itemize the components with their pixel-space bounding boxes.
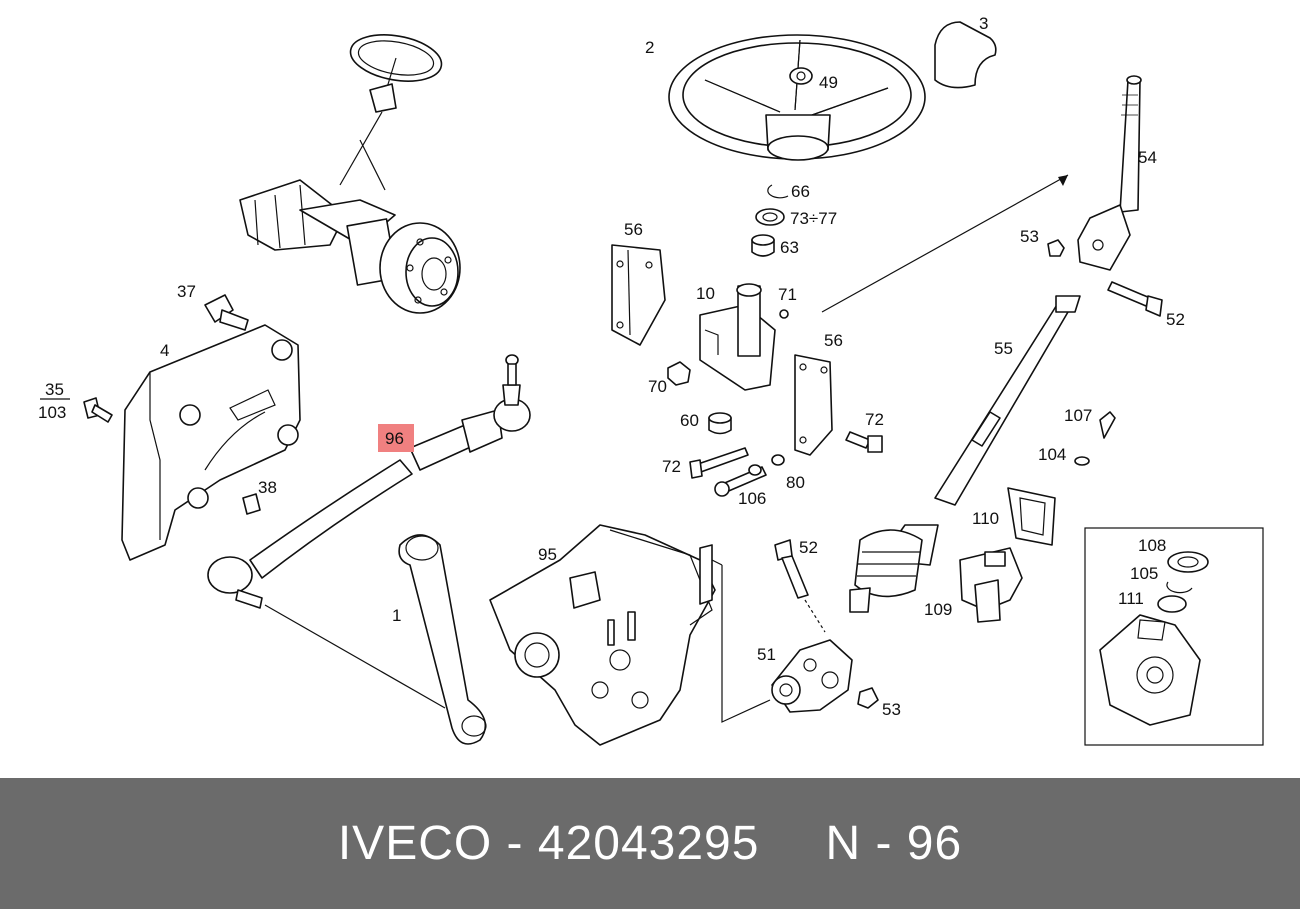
callout-72-right: 72 <box>865 410 884 429</box>
bracket-110 <box>1007 487 1056 546</box>
fasteners <box>667 239 1163 497</box>
callout-56-lower: 56 <box>824 331 843 350</box>
diagram-reference: N - 96 <box>825 817 963 870</box>
callout-66: 66 <box>791 182 810 201</box>
callout-106: 106 <box>738 489 766 508</box>
upper-shaft <box>1077 75 1142 271</box>
pitman-arm <box>398 534 487 745</box>
callout-108: 108 <box>1138 536 1166 555</box>
callout-labels: 2 3 49 54 66 73÷77 63 56 53 52 10 71 55 … <box>38 14 1185 719</box>
callout-54: 54 <box>1138 148 1157 167</box>
drag-link <box>207 354 531 609</box>
callout-51: 51 <box>757 645 776 664</box>
overview-assembly-drawing <box>239 34 461 314</box>
part-reference-bar: IVECO - 42043295 N - 96 <box>0 778 1300 909</box>
callout-37: 37 <box>177 282 196 301</box>
callout-56-upper: 56 <box>624 220 643 239</box>
bracket-upper <box>611 244 666 346</box>
callout-107: 107 <box>1064 406 1092 425</box>
detail-box <box>1084 527 1264 746</box>
callout-96: 96 <box>385 429 404 448</box>
universal-joint <box>771 539 879 713</box>
callout-2: 2 <box>645 38 654 57</box>
callout-52-upper: 52 <box>1166 310 1185 329</box>
nut-38 <box>242 493 261 515</box>
horn-cap <box>934 21 997 89</box>
callout-53-lower: 53 <box>882 700 901 719</box>
bracket-lower <box>794 354 833 456</box>
reinforcement-plate <box>121 324 301 561</box>
steering-wheel <box>668 34 926 161</box>
brand-part-number: IVECO - 42043295 <box>337 817 760 870</box>
callout-95: 95 <box>538 545 557 564</box>
column-support <box>699 283 789 391</box>
callout-110: 110 <box>972 509 999 528</box>
callout-10: 10 <box>696 284 715 303</box>
callout-3: 3 <box>979 14 988 33</box>
callout-55: 55 <box>994 339 1013 358</box>
callout-104: 104 <box>1038 445 1066 464</box>
callout-53-upper: 53 <box>1020 227 1039 246</box>
callout-109: 109 <box>924 600 952 619</box>
small-rings <box>751 184 789 257</box>
callout-70: 70 <box>648 377 667 396</box>
parts-diagram: 2 3 49 54 66 73÷77 63 56 53 52 10 71 55 … <box>38 14 1264 746</box>
highlight-96 <box>378 424 414 452</box>
callout-63: 63 <box>780 238 799 257</box>
callout-71: 71 <box>778 285 797 304</box>
lower-shaft <box>849 295 1081 613</box>
callout-103: 103 <box>38 403 66 422</box>
callout-105: 105 <box>1130 564 1158 583</box>
callout-1: 1 <box>392 606 401 625</box>
callout-80: 80 <box>786 473 805 492</box>
bracket-109 <box>959 547 1023 623</box>
callout-111: 111 <box>1118 589 1144 608</box>
callout-73-77: 73÷77 <box>790 209 837 228</box>
callout-49: 49 <box>819 73 838 92</box>
steering-exploded-view: 2 3 49 54 66 73÷77 63 56 53 52 10 71 55 … <box>38 14 1264 746</box>
steering-gear-box <box>489 524 716 746</box>
callout-35: 35 <box>45 380 64 399</box>
callout-4: 4 <box>160 341 169 360</box>
callout-38: 38 <box>258 478 277 497</box>
callout-60: 60 <box>680 411 699 430</box>
callout-52-lower: 52 <box>799 538 818 557</box>
bolt-37-head <box>204 294 234 323</box>
callout-72-left: 72 <box>662 457 681 476</box>
